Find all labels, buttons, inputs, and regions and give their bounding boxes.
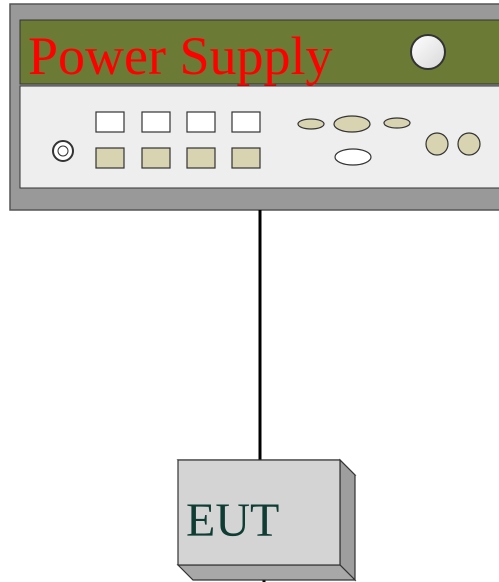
oval-control-lower bbox=[334, 148, 372, 166]
output-terminal-2 bbox=[457, 132, 481, 156]
oval-control-right bbox=[383, 117, 411, 129]
panel-button-bottom-2 bbox=[141, 147, 171, 169]
oval-control-left bbox=[297, 118, 325, 130]
panel-button-top-2 bbox=[141, 111, 171, 133]
oval-control-center bbox=[333, 115, 371, 133]
power-supply-title: Power Supply bbox=[28, 26, 333, 86]
panel-button-bottom-3 bbox=[186, 147, 216, 169]
panel-button-bottom-1 bbox=[95, 147, 125, 169]
panel-button-top-4 bbox=[231, 111, 261, 133]
eut-box-front-face bbox=[177, 459, 341, 566]
panel-button-top-3 bbox=[186, 111, 216, 133]
eut-box-side-face bbox=[339, 458, 356, 582]
power-supply-unit: Power Supply bbox=[9, 3, 499, 211]
eut-box: EUT bbox=[176, 458, 357, 582]
panel-button-bottom-4 bbox=[231, 147, 261, 169]
output-terminal-1 bbox=[425, 132, 449, 156]
eut-label: EUT bbox=[186, 494, 279, 547]
panel-button-top-1 bbox=[95, 111, 125, 133]
power-indicator-knob bbox=[410, 34, 446, 70]
power-switch-inner bbox=[57, 145, 69, 157]
eut-box-bottom-face bbox=[176, 564, 357, 581]
front-panel bbox=[19, 85, 499, 189]
